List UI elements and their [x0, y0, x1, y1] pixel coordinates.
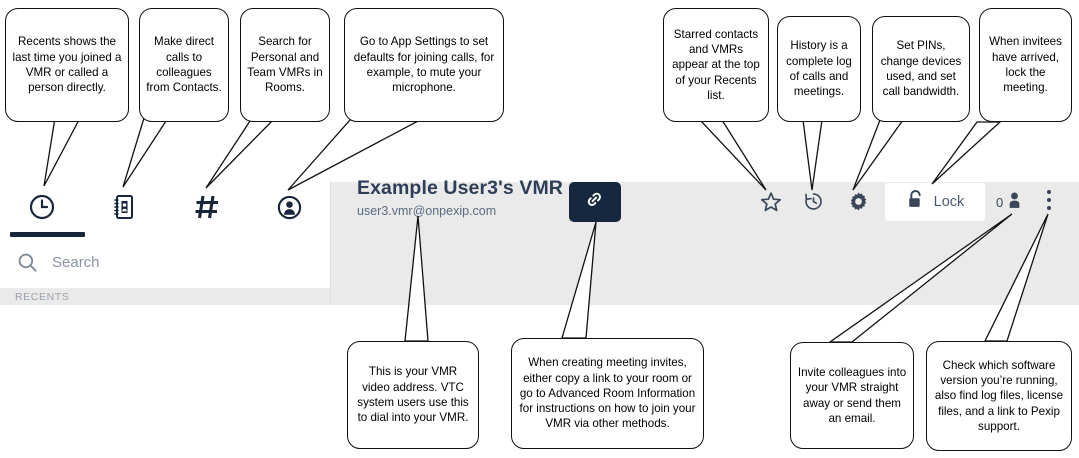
callout-text: Set PINs, change devices used, and set c… — [880, 39, 962, 99]
history-button[interactable] — [799, 190, 827, 218]
callout-lock: When invitees have arrived, lock the mee… — [979, 8, 1072, 122]
clock-icon — [28, 193, 56, 221]
gear-icon — [847, 190, 870, 218]
callout-app-settings: Go to App Settings to set defaults for j… — [344, 8, 504, 122]
search-input[interactable] — [52, 254, 292, 271]
person-circle-icon — [276, 194, 303, 221]
call-settings-button[interactable] — [844, 190, 872, 218]
recents-label: RECENTS — [15, 291, 70, 303]
padlock-open-icon — [906, 189, 925, 216]
callout-text: Recents shows the last time you joined a… — [12, 35, 122, 95]
kebab-dot — [1047, 206, 1051, 210]
search-bar[interactable] — [0, 237, 330, 289]
vmr-address: user3.vmr@onpexip.com — [357, 204, 497, 218]
hash-icon — [192, 192, 222, 222]
copy-link-button[interactable] — [569, 182, 621, 222]
kebab-dot — [1047, 190, 1051, 194]
callout-contacts: Make direct calls to colleagues from Con… — [139, 8, 229, 122]
star-icon — [759, 190, 783, 219]
participant-count: 0 — [996, 195, 1004, 210]
active-tab-indicator — [10, 232, 85, 237]
callout-text: History is a complete log of calls and m… — [786, 39, 852, 99]
pexip-app-window: RECENTS — [0, 182, 1079, 305]
callout-text: Make direct calls to colleagues from Con… — [146, 35, 222, 95]
participants-indicator[interactable]: 0 — [996, 190, 1023, 215]
search-icon — [17, 252, 38, 273]
sidebar-tabstrip — [0, 182, 330, 237]
callout-starred: Starred contacts and VMRs appear at the … — [663, 8, 769, 122]
callout-text: When creating meeting invites, either co… — [519, 356, 696, 431]
sidebar-item-rooms[interactable] — [166, 182, 248, 232]
page-title: Example User3's VMR — [357, 177, 563, 199]
callout-history: History is a complete log of calls and m… — [777, 16, 861, 122]
callout-text: Invite colleagues into your VMR straight… — [797, 365, 907, 425]
callout-text: Starred contacts and VMRs appear at the … — [672, 27, 760, 102]
callout-rooms: Search for Personal and Team VMRs in Roo… — [240, 8, 330, 122]
lock-button-label: Lock — [933, 194, 965, 210]
callout-text: Check which software version you’re runn… — [934, 358, 1064, 433]
callout-support: Check which software version you’re runn… — [926, 341, 1072, 451]
sidebar-item-recents[interactable] — [1, 182, 83, 232]
more-options-button[interactable] — [1040, 188, 1058, 212]
callout-meeting-invites: When creating meeting invites, either co… — [511, 338, 704, 449]
chain-link-icon — [584, 189, 606, 216]
callout-invite-colleagues: Invite colleagues into your VMR straight… — [790, 342, 914, 449]
favorites-button[interactable] — [757, 190, 785, 218]
app-sidebar: RECENTS — [0, 182, 330, 305]
lock-meeting-button[interactable]: Lock — [885, 183, 985, 221]
recents-section-header: RECENTS — [0, 289, 330, 305]
callout-text: This is your VMR video address. VTC syst… — [357, 365, 469, 425]
sidebar-item-contacts[interactable] — [83, 182, 165, 232]
callout-vmr-address: This is your VMR video address. VTC syst… — [347, 341, 479, 449]
history-clock-icon — [802, 190, 825, 218]
callout-text: Go to App Settings to set defaults for j… — [353, 35, 495, 95]
callout-text: Search for Personal and Team VMRs in Roo… — [247, 35, 323, 95]
callout-text: When invitees have arrived, lock the mee… — [989, 35, 1062, 95]
sidebar-item-app-settings[interactable] — [248, 182, 330, 232]
person-icon — [1006, 190, 1023, 215]
callout-call-settings: Set PINs, change devices used, and set c… — [872, 16, 970, 122]
callout-recents: Recents shows the last time you joined a… — [5, 8, 129, 122]
address-book-icon — [112, 194, 136, 220]
kebab-dot — [1047, 198, 1051, 202]
